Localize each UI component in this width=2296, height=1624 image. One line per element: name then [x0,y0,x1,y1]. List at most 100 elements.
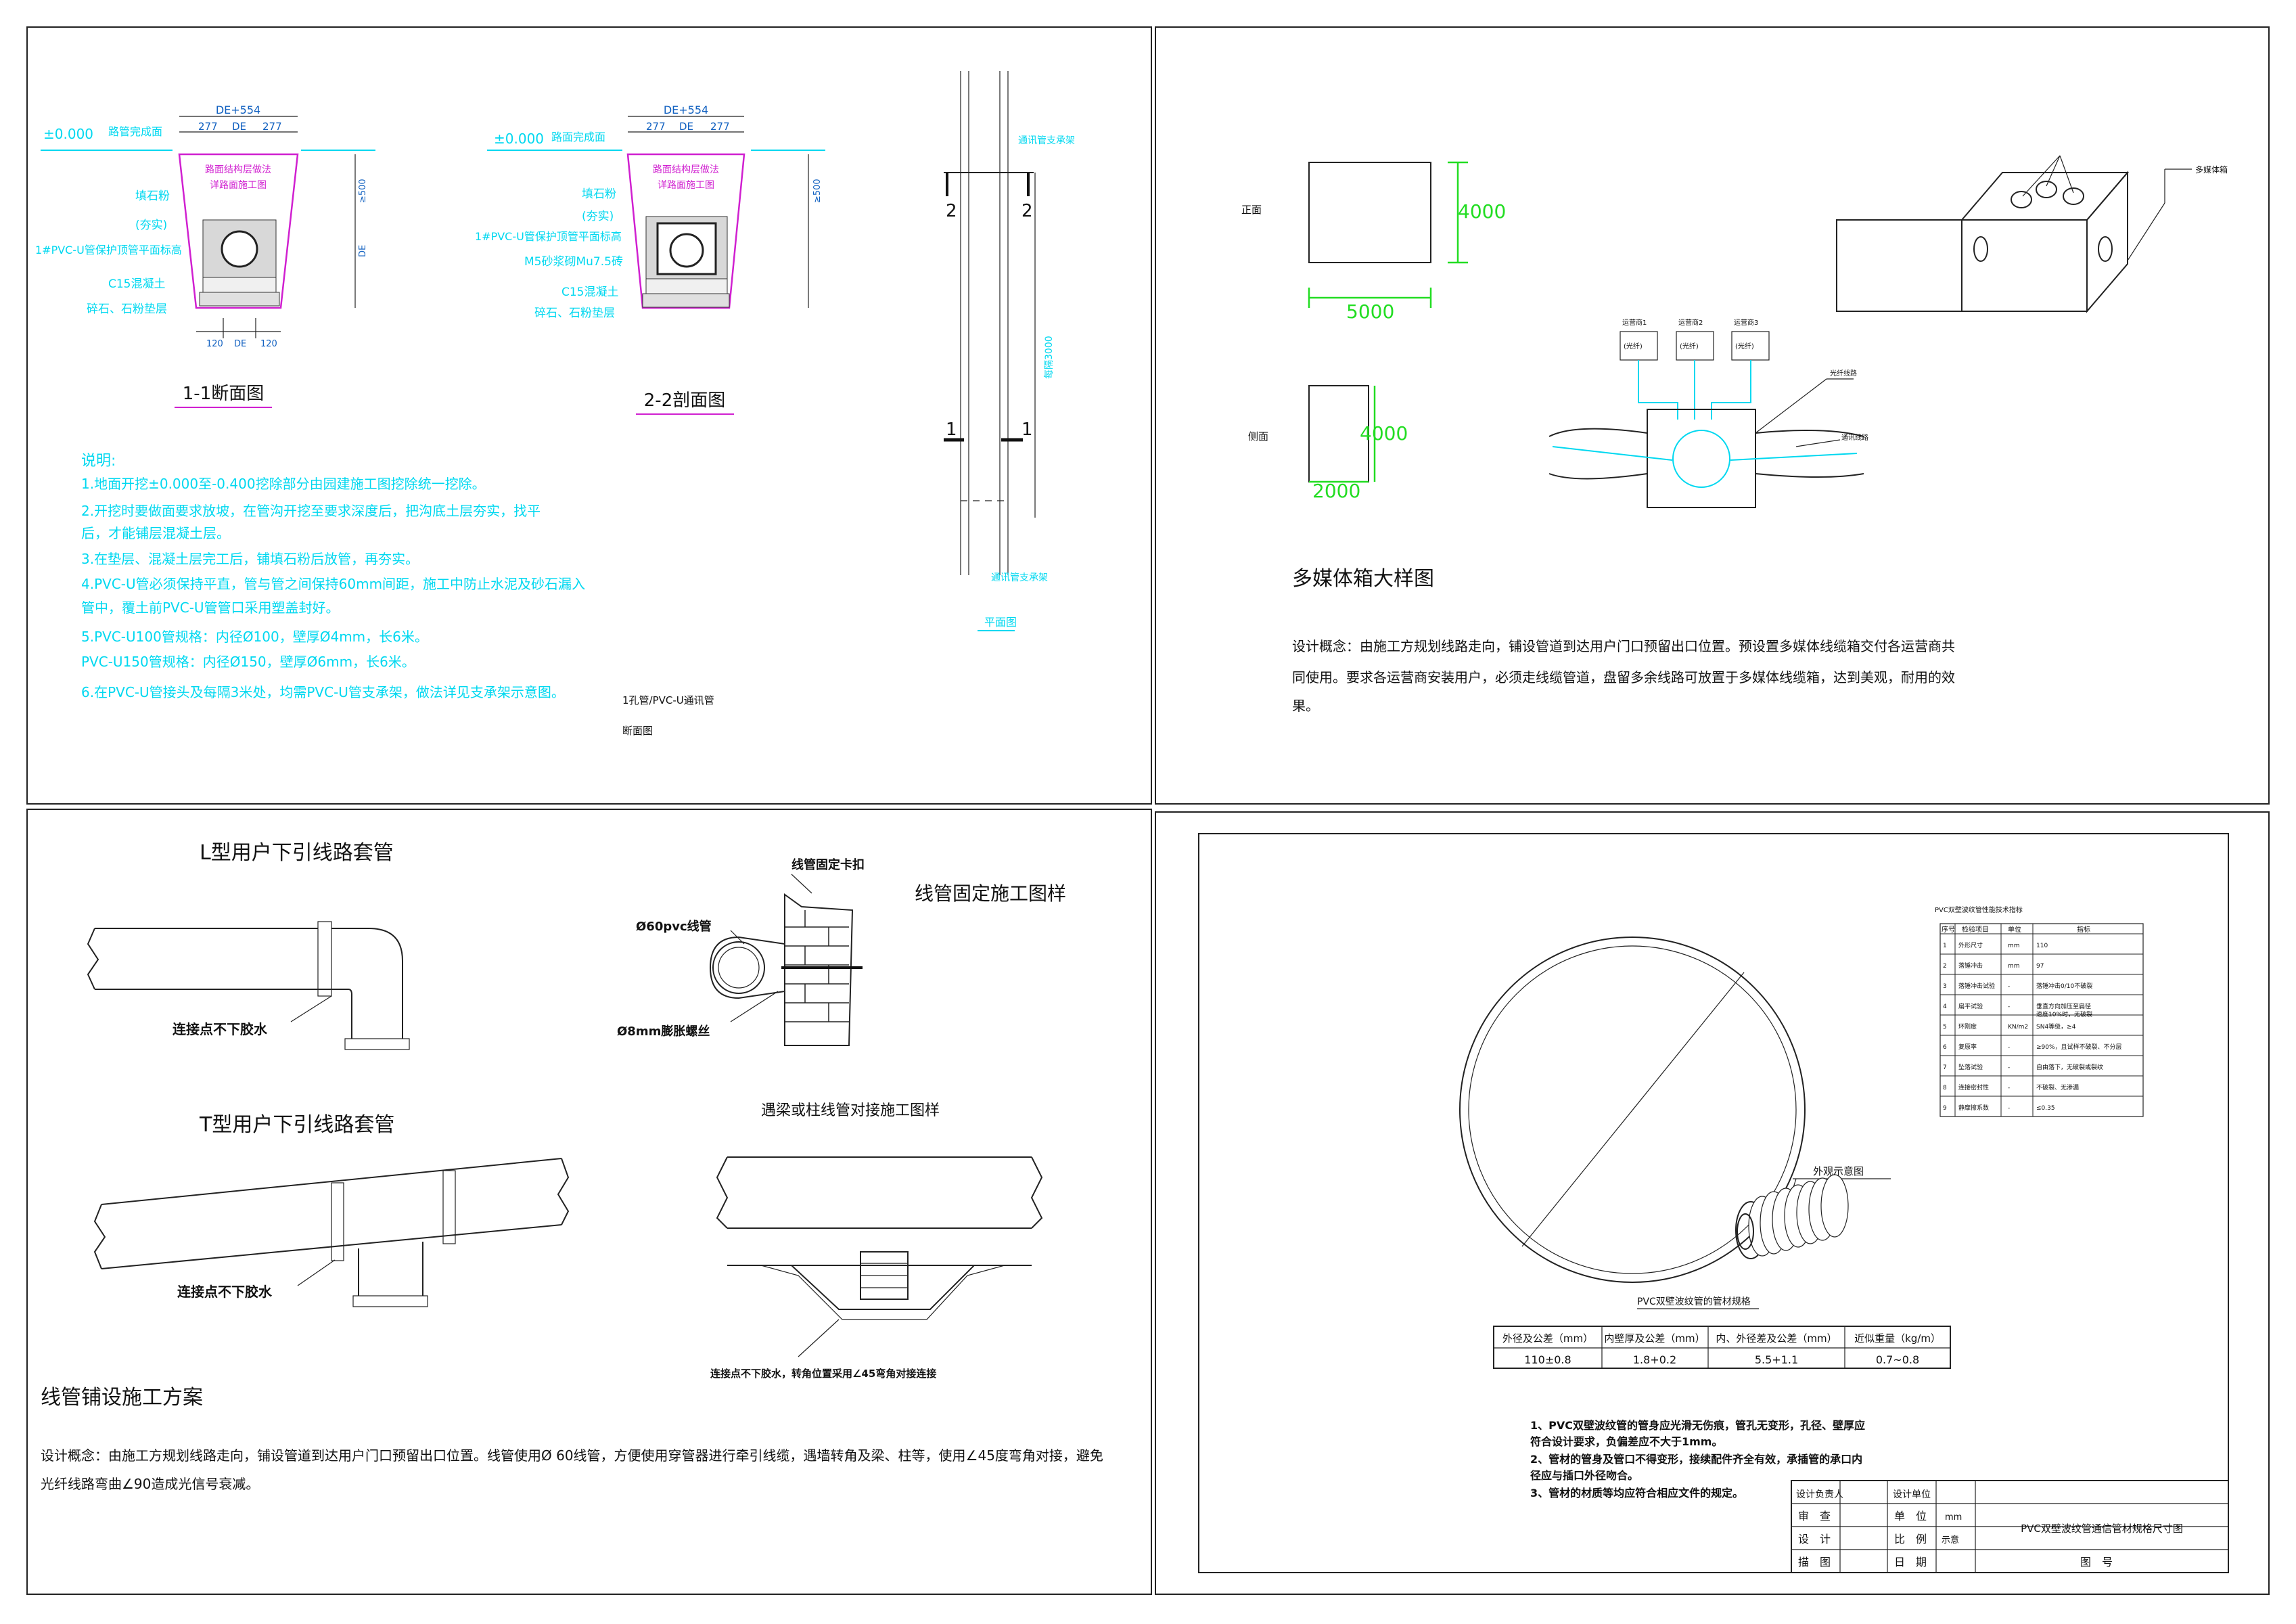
spec-head-2: 内壁厚及公差（mm） [1604,1332,1705,1345]
tb-r3-c3: 比 例 [1894,1533,1927,1546]
sand-label-4: (夯实) [582,210,614,223]
note-2: 2.开挖时要做面要求放坡，在管沟开挖至要求深度后，把沟底土层夯实，找平 [81,503,541,519]
tb-r3-c4: 示意 [1942,1535,1959,1546]
l-joint-note: 连接点不下胶水 [173,1021,268,1037]
line-label-1: 光纤线路 [1830,369,1857,378]
dim-277-right-2: 277 [710,120,730,133]
layer-note-1: 路面结构层做法 [205,164,271,175]
pipe-note-2: 符合设计要求，负偏差应不大于1mm。 [1530,1435,1722,1448]
t-type-drawing: 连接点不下胶水 [93,1158,570,1307]
dim-h3: 120 [260,339,277,349]
tech-cell-r3-c3: - [2008,983,2010,990]
section-2-2: DE+554 277 DE 277 ±0.000 路面完成面 路面结构层做法 详… [475,104,825,415]
caption-a: 1孔管/PVC-U通讯管 [622,694,714,706]
pipe-label: 1#PVC-U管保护顶管平面标高 [35,244,182,256]
multimedia-desc-2: 同使用。要求各运营商安装用户，必须走线缆管道，盘留多余线路可放置于多媒体线缆箱，… [1292,669,1955,685]
tech-cell-r2-c2: 落锤冲击 [1958,962,1983,970]
pipe-note-1: 1、PVC双壁波纹管的管身应光滑无伤痕，管孔无变形，孔径、壁厚应 [1530,1419,1865,1432]
datum-label-2: ±0.000 [494,131,544,147]
tech-title: PVC双壁波纹管性能技术指标 [1935,905,2023,914]
pipe-note-5: 3、管材的材质等均应符合相应文件的规定。 [1530,1487,1743,1499]
tech-cell-r1-c1: 1 [1943,943,1947,949]
tb-r2-c1: 审 查 [1798,1510,1831,1522]
section-2-2-title: 2-2剖面图 [644,390,725,411]
layer-note-4: 详路面施工图 [658,180,714,191]
panel-conduit-details: L型用户下引线路套管 连接点不下胶水 T型用户下引线路套管 连接点不下胶水 [41,841,1103,1492]
beam-title: 遇梁或柱线管对接施工图样 [761,1102,940,1119]
plan-support-bottom: 通讯管支承架 [991,572,1048,583]
caption-b: 断面图 [622,725,653,737]
dim-277-left-2: 277 [646,120,666,133]
tech-cell-r8-c1: 8 [1943,1085,1947,1091]
tech-cell-r7-c3: - [2008,1064,2010,1071]
construction-notes: 说明: 1.地面开挖±0.000至-0.400挖除部分由园建施工图挖除统一挖除。… [81,453,714,737]
pipe-note-3: 2、管材的管身及管口不得变形，接续配件齐全有效，承插管的承口内 [1530,1453,1862,1466]
gravel-label-2: 碎石、石粉垫层 [534,307,615,320]
spec-val-3: 5.5+1.1 [1755,1353,1798,1366]
sand-label-3: 填石粉 [582,187,616,201]
tech-cell-r9-c2: 静摩擦系数 [1958,1104,1989,1112]
panel-trench-sections: DE+554 277 DE 277 ±0.000 路管完成面 路面结构层做法 详… [35,71,1075,737]
pipe-note-4: 径应与插口外径吻合。 [1530,1469,1638,1482]
dim-277-left: 277 [198,120,218,133]
tech-cell-r5-c1: 5 [1943,1024,1947,1031]
beam-detail: 遇梁或柱线管对接施工图样 连接点不下胶水，转角位置采用∠45弯角对接连接 [710,1102,1043,1380]
tech-cell-r5-c3: KN/m2 [2008,1024,2028,1031]
tech-cell-r5-c4: SN4等级，≥4 [2036,1022,2076,1031]
dim-277-right: 277 [262,120,282,133]
outer-view-label: 外观示意图 [1813,1165,1864,1177]
sand-label: 填石粉 [135,189,170,203]
section-1-1: DE+554 277 DE 277 ±0.000 路管完成面 路面结构层做法 详… [35,104,375,408]
side-height: 4000 [1360,422,1408,445]
box-top-label: 多媒体箱 [2195,164,2228,175]
tech-cell-r3-c1: 3 [1943,983,1947,990]
dim-h2: DE [234,339,246,349]
panel-pvc-pipe-spec: PVC双壁波纹管性能技术指标 序号 检验项目 单位 指标 [1459,905,2229,1573]
spec-val-4: 0.7~0.8 [1876,1353,1919,1366]
sand-label-2: (夯实) [135,219,167,232]
mortar-label: M5砂浆砌Mu7.5砖 [524,255,623,269]
operator-2-box: (光纤) [1680,342,1699,351]
note-5: 4.PVC-U管必须保持平直，管与管之间保持60mm间距，施工中防止水泥及砂石漏… [81,576,585,592]
tech-cell-r1-c3: mm [2008,943,2020,949]
l-type-title: L型用户下引线路套管 [200,841,394,865]
t-type-title: T型用户下引线路套管 [199,1113,394,1137]
operator-2: 运营商2 [1678,318,1703,327]
operator-3-box: (光纤) [1735,342,1754,351]
cut-label-2b: 2 [1021,201,1033,221]
tech-cell-r6-c4: ≥90%，且试样不破裂、不分层 [2036,1043,2122,1051]
scheme-desc-1: 设计概念：由施工方规划线路走向，铺设管道到达用户门口预留出口位置。线管使用Ø 6… [41,1447,1103,1464]
tech-cell-r3-c4: 落锤冲击0/10不破裂 [2036,982,2092,990]
plan-support-top: 通讯管支承架 [1018,135,1075,146]
clip-label: 线管固定卡扣 [791,857,865,872]
operator-1-box: (光纤) [1624,342,1643,351]
scheme-title: 线管铺设施工方案 [41,1386,203,1409]
pipe-notes: 1、PVC双壁波纹管的管身应光滑无伤痕，管孔无变形，孔径、壁厚应 符合设计要求，… [1530,1419,1865,1499]
tech-cell-r1-c2: 外形尺寸 [1958,941,1983,949]
dim-top: DE+554 [216,104,260,116]
scheme-desc-2: 光纤线路弯曲∠90造成光信号衰减。 [41,1476,259,1492]
tech-cell-r9-c1: 9 [1943,1105,1947,1112]
fixing-detail: 线管固定施工图样 线管固定卡扣 Ø60pvc线管 [617,857,1066,1046]
beam-note: 连接点不下胶水，转角位置采用∠45弯角对接连接 [710,1368,936,1380]
dim-v1: ≥500 [358,179,368,203]
bolt-label: Ø8mm膨胀螺丝 [617,1024,710,1039]
tech-cell-r4-c2: 扁平试验 [1958,1002,1983,1010]
cut-label-1a: 1 [946,420,957,440]
pvc60-label: Ø60pvc线管 [636,919,712,934]
corrugated-pipe: 外观示意图 [1735,1165,1891,1259]
box-3d: 多媒体箱 [1836,155,2228,313]
tech-cell-r4-c4: 垂直方向加压至扁径 [2036,1002,2091,1010]
front-width: 5000 [1346,300,1394,323]
tb-r4-c3: 日 期 [1894,1556,1927,1569]
tb-r3-c1: 设 计 [1798,1533,1831,1546]
operator-schematic: 运营商1 运营商2 运营商3 (光纤) (光纤) (光纤) 光纤线路 通讯线路 [1548,318,1868,508]
tech-cell-r4-c3: - [2008,1003,2010,1010]
tech-table: PVC双壁波纹管性能技术指标 序号 检验项目 单位 指标 [1935,905,2144,1117]
plan-title: 平面图 [984,616,1017,629]
tech-cell-r6-c2: 复原率 [1958,1043,1977,1051]
tb-r1-c1: 设计负责人 [1796,1489,1843,1500]
front-height: 4000 [1458,200,1506,223]
tech-cell-r6-c1: 6 [1943,1044,1947,1051]
